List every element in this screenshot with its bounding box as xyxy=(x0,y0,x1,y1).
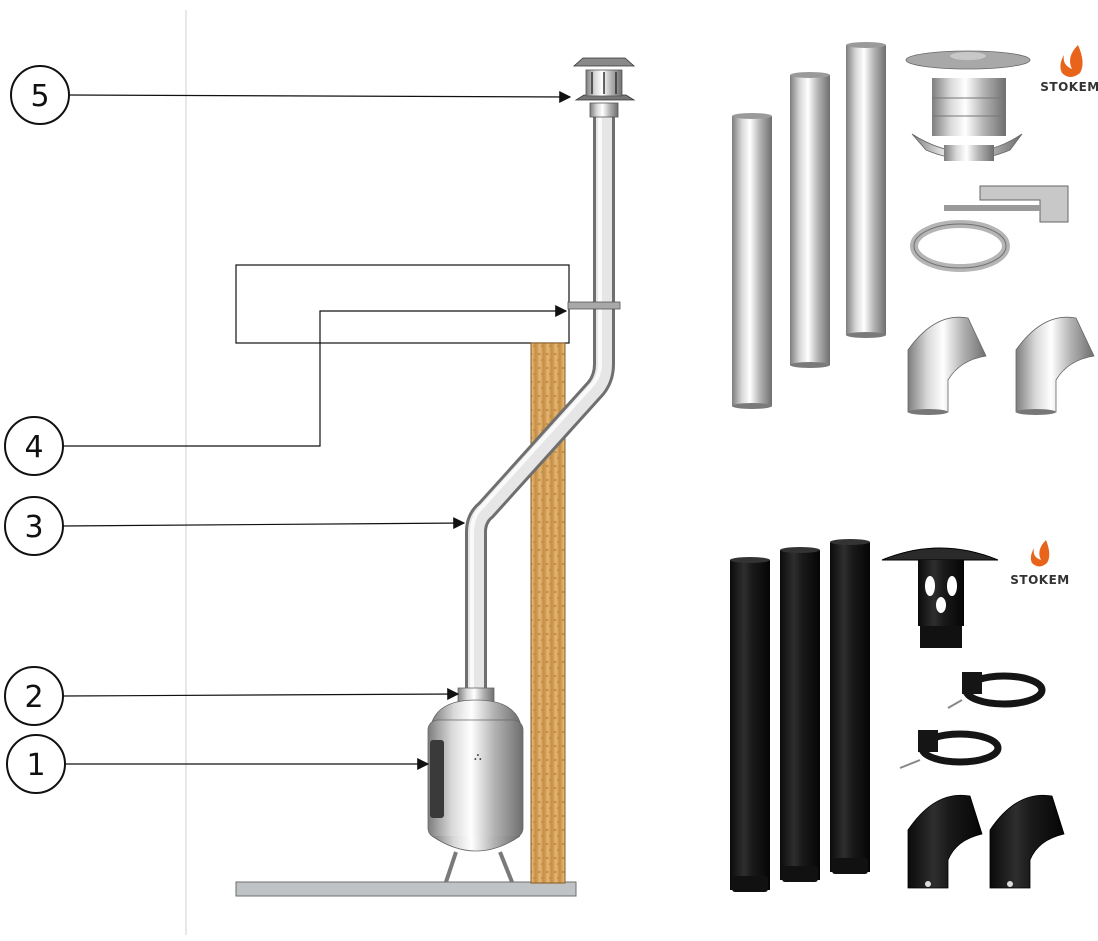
stainless-pipe xyxy=(846,42,886,338)
stainless-kit: STOKEM xyxy=(732,42,1098,415)
black-kit: STOKEM xyxy=(730,539,1069,892)
callout-5: 5 xyxy=(10,65,572,125)
floor-slab xyxy=(235,881,577,897)
brand-logo: STOKEM xyxy=(1040,45,1098,94)
callout-1: 1 xyxy=(6,734,430,794)
svg-text:⛬: ⛬ xyxy=(474,750,482,763)
black-rain-cap xyxy=(881,547,999,648)
stainless-wall-bracket xyxy=(910,185,1069,272)
brand-name: STOKEM xyxy=(1040,80,1098,94)
stainless-pipe xyxy=(790,72,830,368)
ceiling-bracket-band xyxy=(567,301,621,310)
callout-number: 2 xyxy=(24,680,43,715)
callout-number: 5 xyxy=(30,79,49,114)
callout-number: 4 xyxy=(24,430,43,465)
stainless-elbow xyxy=(1015,316,1095,415)
callout-3: 3 xyxy=(4,496,466,556)
flue-pipe xyxy=(465,115,621,690)
stove: ⛬ xyxy=(427,687,524,883)
black-pipe xyxy=(830,539,870,874)
callout-number: 3 xyxy=(24,510,43,545)
chimney-cap xyxy=(572,57,636,118)
ceiling-box xyxy=(235,264,570,344)
black-pipe xyxy=(730,557,770,892)
black-clamp xyxy=(947,672,1046,709)
callout-4: 4 xyxy=(4,305,568,476)
stainless-elbow xyxy=(907,316,987,415)
black-elbow xyxy=(907,794,983,889)
installation-drawing: ⛬ xyxy=(235,57,636,897)
flame-logo-icon xyxy=(1060,45,1083,77)
stainless-rain-cap xyxy=(905,50,1031,161)
flame-logo-icon xyxy=(1030,540,1050,567)
black-pipe xyxy=(780,547,820,882)
black-clamp xyxy=(899,730,1002,769)
stainless-pipe xyxy=(732,113,772,409)
brand-logo: STOKEM xyxy=(1010,540,1069,587)
brand-name: STOKEM xyxy=(1010,573,1069,587)
callout-number: 1 xyxy=(26,748,45,783)
black-elbow xyxy=(989,794,1065,889)
callout-2: 2 xyxy=(4,666,460,726)
